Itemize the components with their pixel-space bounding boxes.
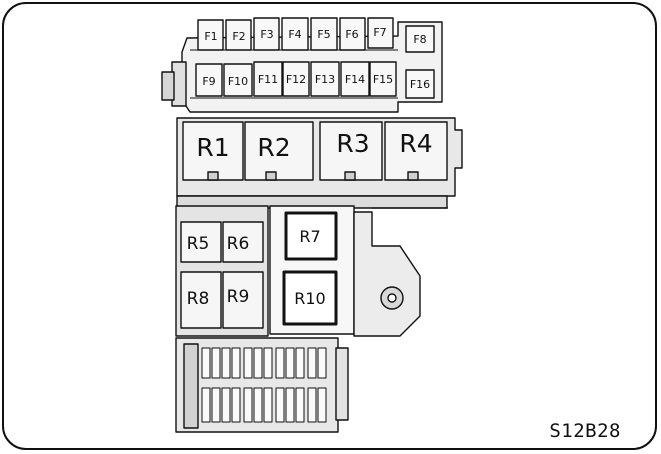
fuse-label-f1: F1 [204, 30, 217, 43]
fuse-label-f8: F8 [413, 33, 426, 46]
lower-side-tab [335, 347, 349, 421]
fuse-label-f14: F14 [345, 73, 365, 86]
relay-label-r3: R3 [336, 129, 369, 158]
relay-label-r1: R1 [196, 133, 229, 162]
relay-label-r10: R10 [294, 289, 325, 308]
fuse-label-f15: F15 [373, 73, 393, 86]
mounting-bracket [353, 211, 421, 337]
relay-label-r5: R5 [187, 234, 210, 254]
fuse-row-top [197, 17, 435, 53]
fuse-label-f9: F9 [202, 75, 215, 88]
fuse-label-f12: F12 [286, 73, 306, 86]
fuse-label-f6: F6 [345, 28, 358, 41]
fuse-label-f7: F7 [373, 26, 386, 39]
relay-label-r4: R4 [399, 129, 432, 158]
relay-block-top [176, 117, 463, 197]
relay-block-center [269, 205, 355, 335]
relay-label-r8: R8 [187, 289, 210, 309]
fuse-label-f10: F10 [228, 75, 248, 88]
fuse-label-f3: F3 [260, 28, 273, 41]
fuse-label-f4: F4 [288, 28, 301, 41]
relay-label-r6: R6 [227, 234, 250, 254]
relay-label-r9: R9 [227, 287, 250, 307]
fuse-label-f5: F5 [317, 28, 330, 41]
relay-block-left [175, 205, 269, 337]
figure-code: S12B28 [549, 420, 621, 442]
relay-label-r7: R7 [299, 227, 320, 246]
fuse-label-f2: F2 [232, 30, 245, 43]
relay-label-r2: R2 [257, 133, 290, 162]
fuse-label-f13: F13 [315, 73, 335, 86]
fuse-label-f11: F11 [258, 73, 278, 86]
fuse-label-f16: F16 [410, 78, 430, 91]
fuse-row-bottom [195, 61, 435, 99]
lower-fuse-cells [201, 347, 327, 423]
